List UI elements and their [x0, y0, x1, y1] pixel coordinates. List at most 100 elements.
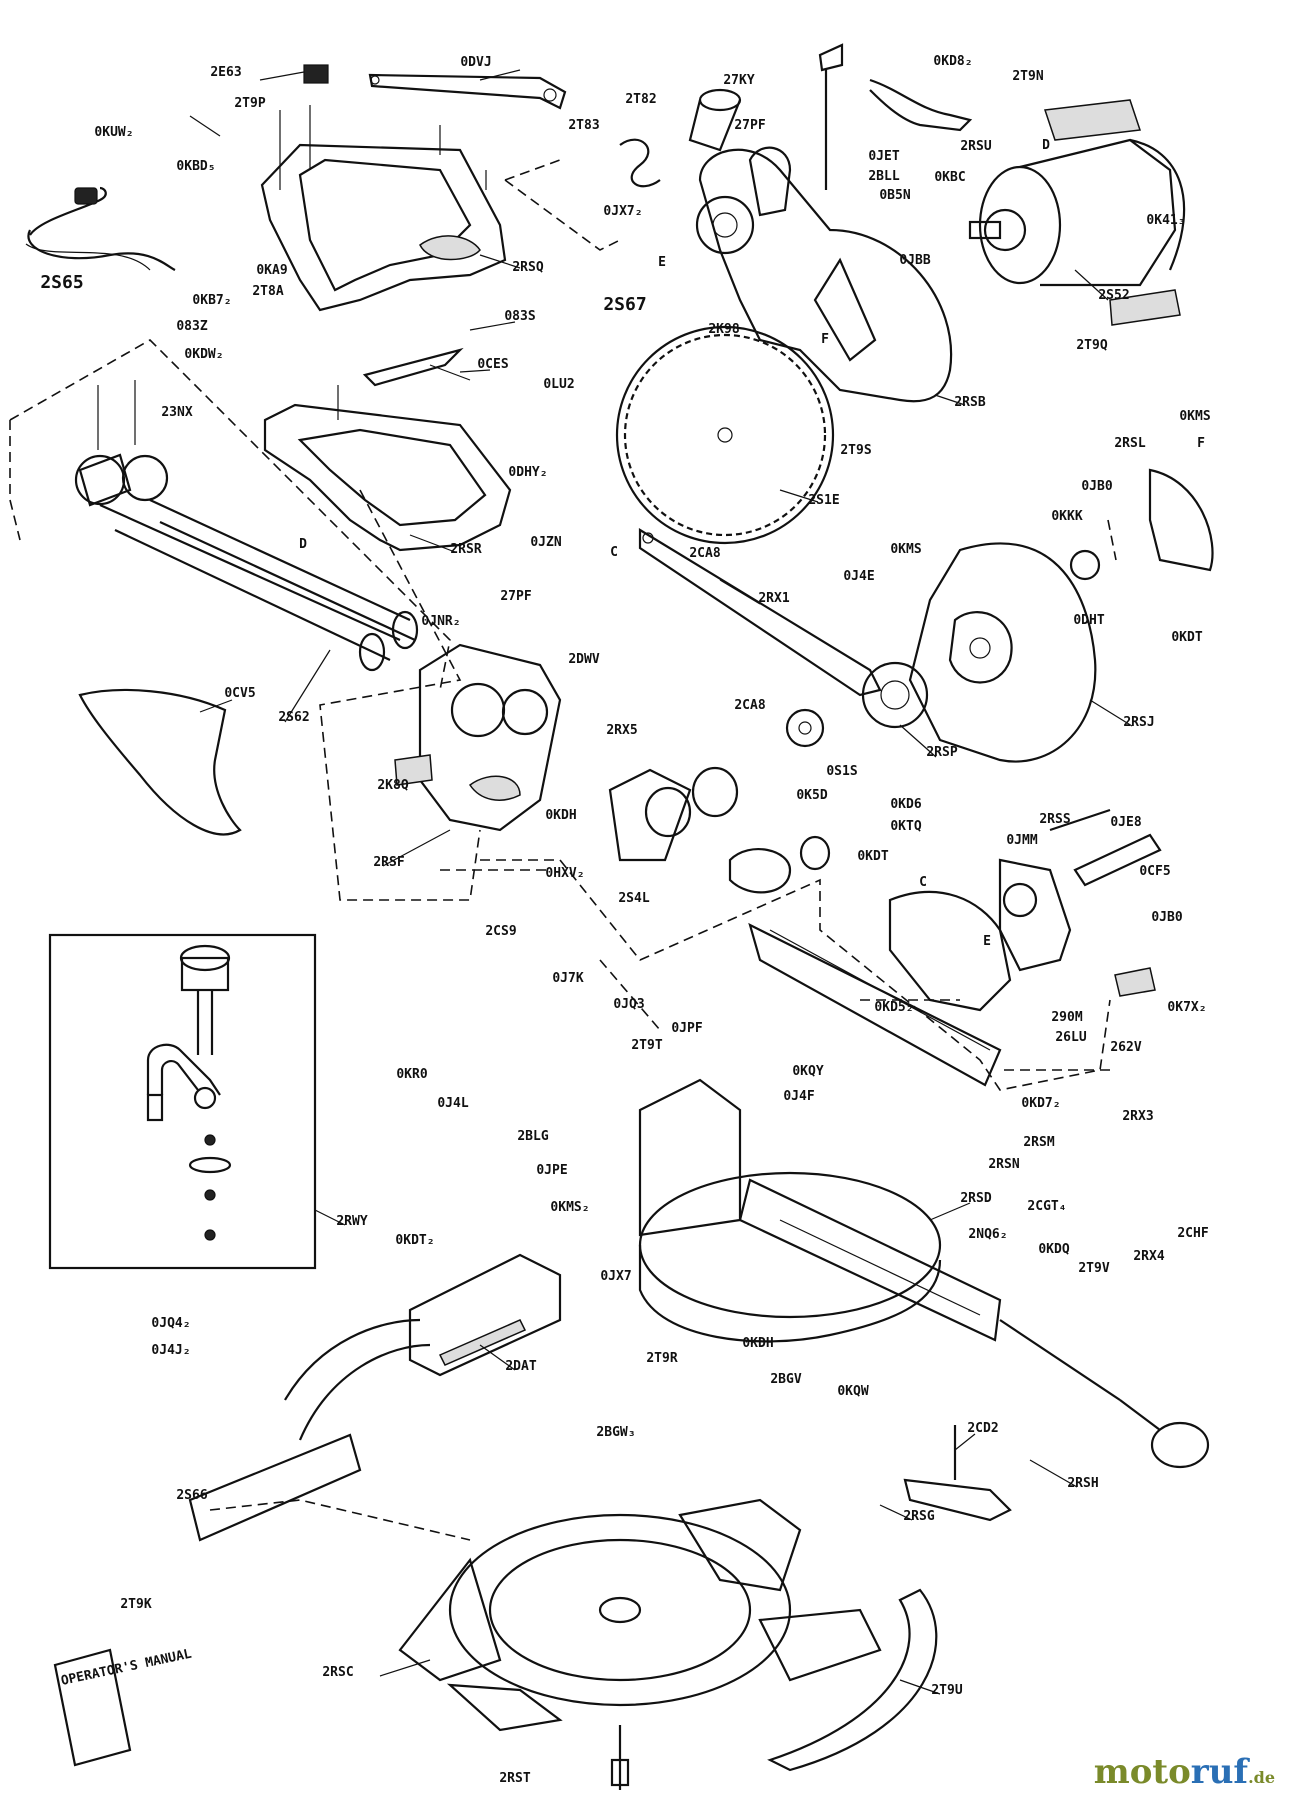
- part-label-0kbd: 0KBD₅: [176, 159, 215, 174]
- knob-inset: [48, 933, 317, 1270]
- part-label-0je8: 0JE8: [1110, 815, 1141, 830]
- part-label-2chf: 2CHF: [1177, 1226, 1208, 1241]
- part-label-0j4f: 0J4F: [783, 1089, 814, 1104]
- manual-text: OPERATOR'S MANUAL: [60, 1647, 193, 1689]
- watermark-suffix: .de: [1248, 1768, 1275, 1787]
- part-label-0kqy: 0KQY: [792, 1064, 823, 1079]
- part-label-2t82: 2T82: [625, 92, 656, 107]
- part-label-0jzn: 0JZN: [530, 535, 561, 550]
- assembly-letter-c_low: C: [919, 875, 927, 890]
- part-label-2rsg: 2RSG: [903, 1509, 934, 1524]
- dust-bag: [78, 688, 242, 836]
- assembly-letter-c_mid: C: [610, 545, 618, 560]
- assembly-letter-d_mid: D: [299, 537, 307, 552]
- part-label-2rx3: 2RX3: [1122, 1109, 1153, 1124]
- power-cord: [25, 186, 176, 271]
- part-label-262v: 262V: [1110, 1040, 1141, 1055]
- part-label-0ka9: 0KA9: [256, 263, 287, 278]
- part-label-0ktq: 0KTQ: [890, 819, 921, 834]
- part-label-2cd2: 2CD2: [967, 1421, 998, 1436]
- part-label-2rx5: 2RX5: [606, 723, 637, 738]
- part-label-2s66: 2S66: [176, 1488, 207, 1503]
- watermark-part2: ruf: [1190, 1752, 1249, 1792]
- part-label-2bgw: 2BGW₃: [596, 1425, 635, 1440]
- part-label-2t9q: 2T9Q: [1076, 338, 1107, 353]
- bevel-scale: [767, 1588, 938, 1772]
- part-label-2t9u: 2T9U: [931, 1683, 962, 1698]
- part-label-0cv5: 0CV5: [224, 686, 255, 701]
- part-label-2ca8_mid: 2CA8: [734, 698, 765, 713]
- assembly-letter-f_m: F: [821, 332, 829, 347]
- part-label-2rsb: 2RSB: [954, 395, 985, 410]
- part-label-0dht: 0DHT: [1073, 613, 1104, 628]
- lower-blade-guard: [908, 468, 1214, 763]
- part-label-0jet: 0JET: [868, 149, 899, 164]
- part-label-0ces: 0CES: [477, 357, 508, 372]
- part-label-2t9n: 2T9N: [1012, 69, 1043, 84]
- part-label-0kms_m: 0KMS: [890, 542, 921, 557]
- part-label-2rsj: 2RSJ: [1123, 715, 1154, 730]
- operators-manual: OPERATOR'S MANUAL: [53, 1647, 193, 1767]
- slide-rails: [74, 380, 419, 672]
- part-label-2blg: 2BLG: [517, 1129, 548, 1144]
- part-label-0kkk: 0KKK: [1051, 509, 1082, 524]
- part-label-2bgv: 2BGV: [770, 1372, 801, 1387]
- part-label-0kd7: 0KD7₂: [1021, 1096, 1060, 1111]
- part-label-0kbc: 0KBC: [934, 170, 965, 185]
- part-labels: 2E632T9P0KUW₂0KBD₅2S650KA92T8A0KB7₂083Z0…: [40, 54, 1211, 1786]
- bevel-bracket: [748, 808, 1162, 1087]
- part-label-2t9p: 2T9P: [234, 96, 265, 111]
- part-label-2rsr: 2RSR: [450, 542, 481, 557]
- part-label-2rsc: 2RSC: [322, 1665, 353, 1680]
- part-label-0k7x: 0K7X₂: [1167, 1000, 1206, 1015]
- part-label-2s4l: 2S4L: [618, 891, 649, 906]
- part-label-0jb0_mid: 0JB0: [1151, 910, 1182, 925]
- part-label-0kdh_b: 0KDH: [742, 1336, 773, 1351]
- part-label-2rst: 2RST: [499, 1771, 530, 1786]
- arm-link: [368, 73, 567, 110]
- spring-and-sleeve: [619, 43, 973, 190]
- part-label-0k41: 0K41₃: [1146, 213, 1185, 228]
- handle-cover-top: [260, 64, 507, 312]
- part-label-0b5n: 0B5N: [879, 188, 910, 203]
- part-label-2k98: 2K98: [708, 322, 739, 337]
- part-label-2bll: 2BLL: [868, 169, 899, 184]
- part-label-0kdw: 0KDW₂: [184, 347, 223, 362]
- part-label-2rsm: 2RSM: [1023, 1135, 1054, 1150]
- part-label-2dat: 2DAT: [505, 1359, 536, 1374]
- part-label-0kd5: 0KD5₂: [874, 1000, 913, 1015]
- part-label-290m: 290M: [1051, 1010, 1082, 1025]
- part-label-2t9s: 2T9S: [840, 443, 871, 458]
- part-label-2rx1: 2RX1: [758, 591, 789, 606]
- part-label-2s65: 2S65: [40, 272, 83, 293]
- part-label-2t8a: 2T8A: [252, 284, 283, 299]
- part-label-0j4l: 0J4L: [437, 1096, 468, 1111]
- part-label-2t9v: 2T9V: [1078, 1261, 1109, 1276]
- part-label-0jb0_top: 0JB0: [1081, 479, 1112, 494]
- part-label-0kd6: 0KD6: [890, 797, 921, 812]
- part-label-2rsd: 2RSD: [960, 1191, 991, 1206]
- assembly-letter-f_r: F: [1197, 436, 1205, 451]
- part-label-2rsu: 2RSU: [960, 139, 991, 154]
- part-label-2t9t: 2T9T: [631, 1038, 662, 1053]
- part-label-2rsf: 2RSF: [373, 855, 404, 870]
- part-label-2rwy: 2RWY: [336, 1214, 367, 1229]
- handle-base-frame: [263, 347, 512, 552]
- bushings-plates: [608, 708, 831, 894]
- part-label-2s67: 2S67: [603, 294, 646, 315]
- rotating-table: [638, 1078, 1210, 1469]
- part-label-2rsh: 2RSH: [1067, 1476, 1098, 1491]
- part-label-2e63: 2E63: [210, 65, 241, 80]
- part-label-2rsp: 2RSP: [926, 745, 957, 760]
- part-label-26lu: 26LU: [1055, 1030, 1086, 1045]
- part-label-0kd8: 0KD8₂: [933, 54, 972, 69]
- part-label-0kqw: 0KQW: [837, 1384, 868, 1399]
- part-label-2dwv: 2DWV: [568, 652, 599, 667]
- part-label-0kdh_mid: 0KDH: [545, 808, 576, 823]
- part-label-0jx7_b: 0JX7: [600, 1269, 631, 1284]
- part-label-0kms_r: 0KMS: [1179, 409, 1210, 424]
- part-label-0jq3: 0JQ3: [613, 997, 644, 1012]
- part-label-2nq6: 2NQ6₂: [968, 1227, 1007, 1242]
- link-arm: [638, 528, 929, 729]
- assembly-letter-e_top: E: [658, 255, 666, 270]
